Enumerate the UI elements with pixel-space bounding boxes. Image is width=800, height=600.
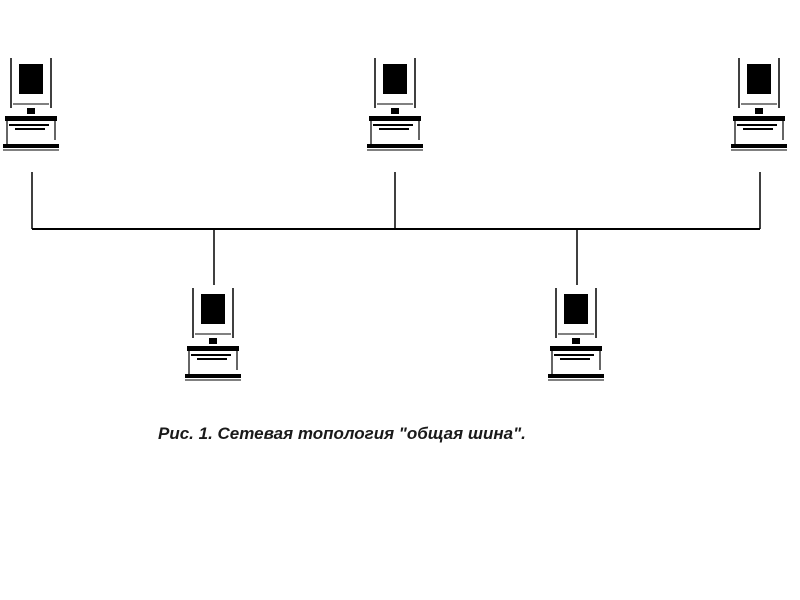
computer-icon bbox=[730, 57, 788, 151]
computer-icon bbox=[366, 57, 424, 151]
figure-caption: Рис. 1. Сетевая топология "общая шина". bbox=[158, 424, 526, 443]
computer-icon bbox=[2, 57, 60, 151]
computer-icon bbox=[184, 287, 242, 381]
computer-icon bbox=[547, 287, 605, 381]
